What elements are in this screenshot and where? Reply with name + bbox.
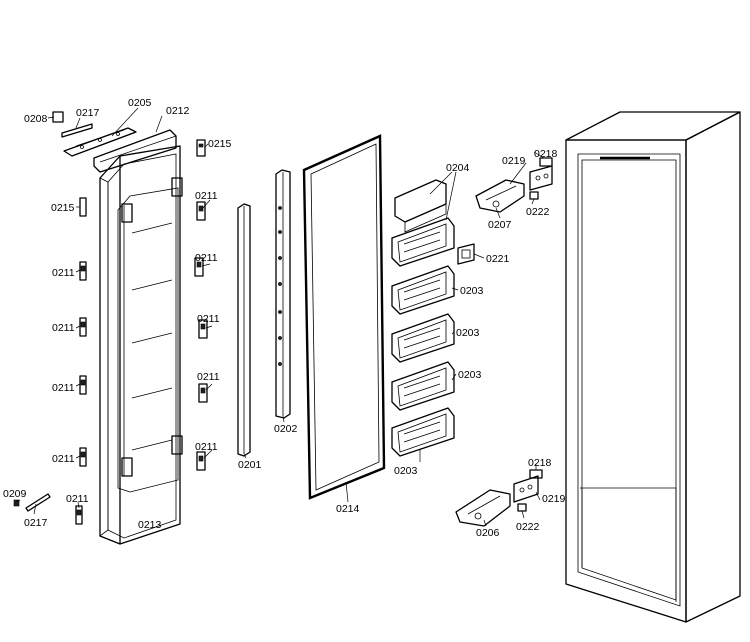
hinge-plate-0219-lower [513,475,539,503]
part-labels: 0208 0217 0205 0212 0215 0215 0211 0211 … [3,97,566,539]
screw-0209 [13,499,20,507]
label-0202: 0202 [274,423,298,435]
label-0211-right-4: 0211 [197,371,220,383]
hinge-washer-0222-upper [529,191,539,200]
hinge-part-0219-upper [539,157,553,167]
clip-0215-upper [196,139,206,157]
hinge-plate-0218-upper [529,165,553,191]
label-0211-bottom: 0211 [66,493,89,505]
label-0203-4: 0203 [394,465,418,477]
leader-lines [15,107,545,527]
handle-housing-0212 [93,129,177,173]
label-0205: 0205 [128,97,152,109]
label-0222-lower: 0222 [516,521,540,533]
hinge-washer-0222-lower [517,503,527,512]
label-0214: 0214 [336,503,360,515]
label-0201: 0201 [238,459,262,471]
label-0219-lower: 0219 [542,493,566,505]
label-0212: 0212 [166,105,190,117]
label-0211-right-3: 0211 [197,313,220,325]
label-0217-top: 0217 [76,107,100,119]
handle-bar-0205 [63,127,137,157]
label-0217-bottom: 0217 [24,517,48,529]
hinge-clips-0211-left [75,261,87,525]
label-0222-upper: 0222 [526,206,550,218]
label-0219-upper: 0219 [502,155,526,167]
door-panel-0213 [99,145,183,545]
label-0215-left: 0215 [51,202,75,214]
label-0211-right-5: 0211 [195,441,218,453]
label-0213: 0213 [138,519,162,531]
label-0218-upper: 0218 [534,148,558,160]
label-0203-1: 0203 [460,285,484,297]
label-0203-2: 0203 [456,327,480,339]
label-0211-left-4: 0211 [52,453,75,465]
label-0215-upper: 0215 [208,138,232,150]
strip-0202 [275,169,291,419]
cover-0204 [394,179,447,233]
bracket-0221 [457,243,475,265]
hinge-0206 [455,489,511,527]
hinge-clips-0211-right [194,201,208,471]
label-0204: 0204 [446,162,470,174]
label-0218-lower: 0218 [528,457,552,469]
strip-0201 [237,203,251,457]
label-0206: 0206 [476,527,500,539]
label-0211-right-1: 0211 [195,190,218,202]
bins-0203 [391,217,455,457]
hinge-0207 [475,179,525,213]
label-0207: 0207 [488,219,512,231]
label-0211-left-3: 0211 [52,382,75,394]
label-0203-3: 0203 [458,369,482,381]
label-0221: 0221 [486,253,510,265]
door-gasket-0214 [302,134,386,500]
handle-trim-0217 [61,123,93,138]
label-0211-left-2: 0211 [52,322,75,334]
handle-cap-0208 [52,111,64,123]
trim-0217-bottom [25,493,51,512]
label-0208: 0208 [24,113,48,125]
label-0211-left-1: 0211 [52,267,75,279]
label-0209: 0209 [3,488,27,500]
label-0211-right-2: 0211 [195,252,218,264]
refrigerator-cabinet [565,111,741,623]
clip-0215-left [79,197,87,217]
